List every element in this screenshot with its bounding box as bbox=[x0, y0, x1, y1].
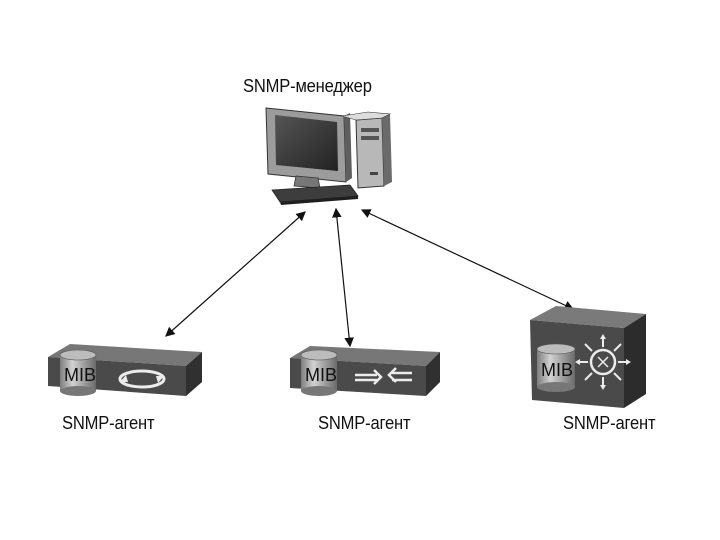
link-manager-agent-3 bbox=[360, 209, 575, 310]
mib-database-icon: MIB bbox=[59, 349, 97, 396]
mib-label: MIB bbox=[64, 365, 96, 385]
agent-label: SNMP-агент bbox=[318, 413, 411, 433]
mib-database-icon: MIB bbox=[536, 343, 576, 392]
desktop-computer-icon bbox=[265, 107, 392, 205]
connection-lines bbox=[165, 207, 575, 348]
agent-label: SNMP-агент bbox=[62, 413, 155, 433]
link-manager-agent-2 bbox=[332, 207, 354, 348]
link-manager-agent-1 bbox=[165, 211, 306, 337]
mib-label: MIB bbox=[305, 365, 337, 385]
mib-database-icon: MIB bbox=[300, 349, 338, 396]
agent-label: SNMP-агент bbox=[563, 413, 656, 433]
mib-label: MIB bbox=[541, 360, 573, 380]
manager-label: SNMP-менеджер bbox=[243, 76, 372, 96]
